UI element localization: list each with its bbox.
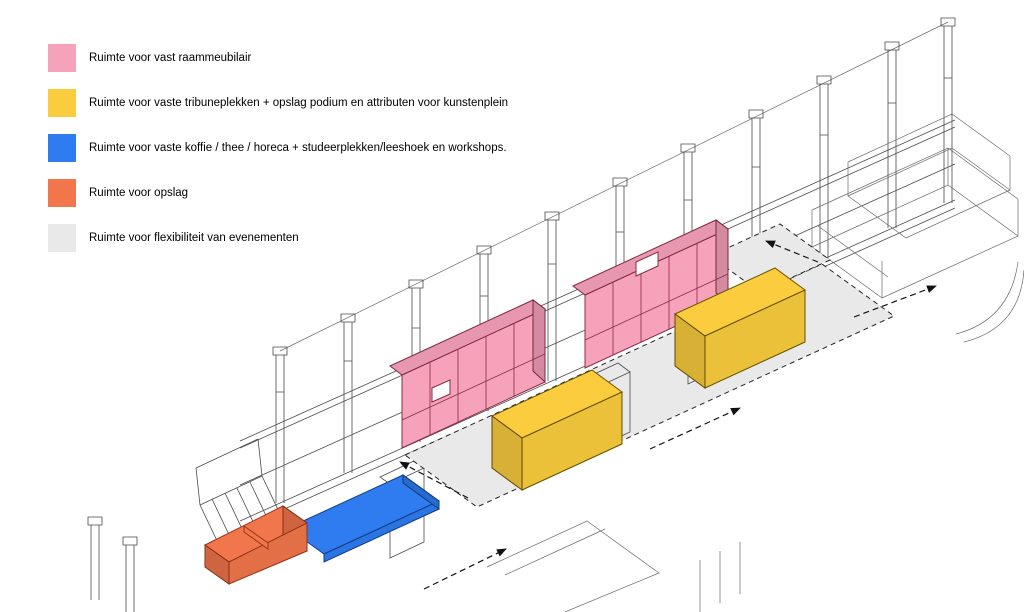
legend-item-tribune: Ruimte voor vaste tribuneplekken + opsla…: [48, 89, 508, 117]
zone-coffee-study-platform: [287, 474, 440, 563]
flow-arrow: [399, 461, 469, 499]
curved-stair: [955, 261, 1024, 343]
legend: Ruimte voor vast raammeubilair Ruimte vo…: [48, 44, 508, 252]
legend-label-flexibility: Ruimte voor flexibiliteit van evenemente…: [89, 232, 299, 244]
tribune-left-side: [491, 415, 523, 491]
zone-storage: [204, 505, 308, 585]
pink-panel-left-mullions: [401, 323, 546, 435]
zone-tribune-boxes: [491, 267, 806, 491]
flow-arrow: [853, 285, 937, 318]
legend-item-storage: Ruimte voor opslag: [48, 179, 508, 207]
legend-label-window-furniture: Ruimte voor vast raammeubilair: [89, 52, 252, 64]
left-columns: [87, 516, 138, 612]
legend-item-window-furniture: Ruimte voor vast raammeubilair: [48, 44, 508, 72]
legend-swatch-pink: [48, 44, 76, 72]
legend-swatch-yellow: [48, 89, 76, 117]
pink-panel-left-notch: [431, 379, 451, 403]
legend-label-tribune: Ruimte voor vaste tribuneplekken + opsla…: [89, 97, 509, 109]
legend-swatch-gray: [48, 224, 76, 252]
legend-label-coffee-study: Ruimte voor vaste koffie / thee / horeca…: [89, 142, 507, 154]
legend-item-flexibility: Ruimte voor flexibiliteit van evenemente…: [48, 224, 508, 252]
pink-panel-right-mullions: [584, 243, 729, 355]
flow-arrow: [423, 548, 507, 590]
storage-left: [204, 544, 230, 585]
roof-line: [279, 21, 949, 352]
zone-window-furniture-walls: [389, 219, 729, 449]
storage-facet: [243, 525, 269, 550]
circulation-arrows: [399, 240, 937, 590]
pink-panel-left-end: [532, 299, 546, 384]
pink-panel-right-notch: [635, 251, 659, 277]
legend-label-storage: Ruimte voor opslag: [89, 187, 189, 199]
blue-platform-end: [402, 474, 440, 510]
lower-floor-opening: [486, 520, 741, 612]
legend-swatch-orange: [48, 179, 76, 207]
legend-item-coffee-study: Ruimte voor vaste koffie / thee / horeca…: [48, 134, 508, 162]
legend-swatch-blue: [48, 134, 76, 162]
tribune-right-side: [674, 313, 706, 389]
pink-panel-right-end: [715, 219, 729, 303]
upper-right-rooms: [811, 113, 1019, 299]
column-caps: [272, 17, 956, 356]
flow-arrow: [649, 407, 741, 450]
